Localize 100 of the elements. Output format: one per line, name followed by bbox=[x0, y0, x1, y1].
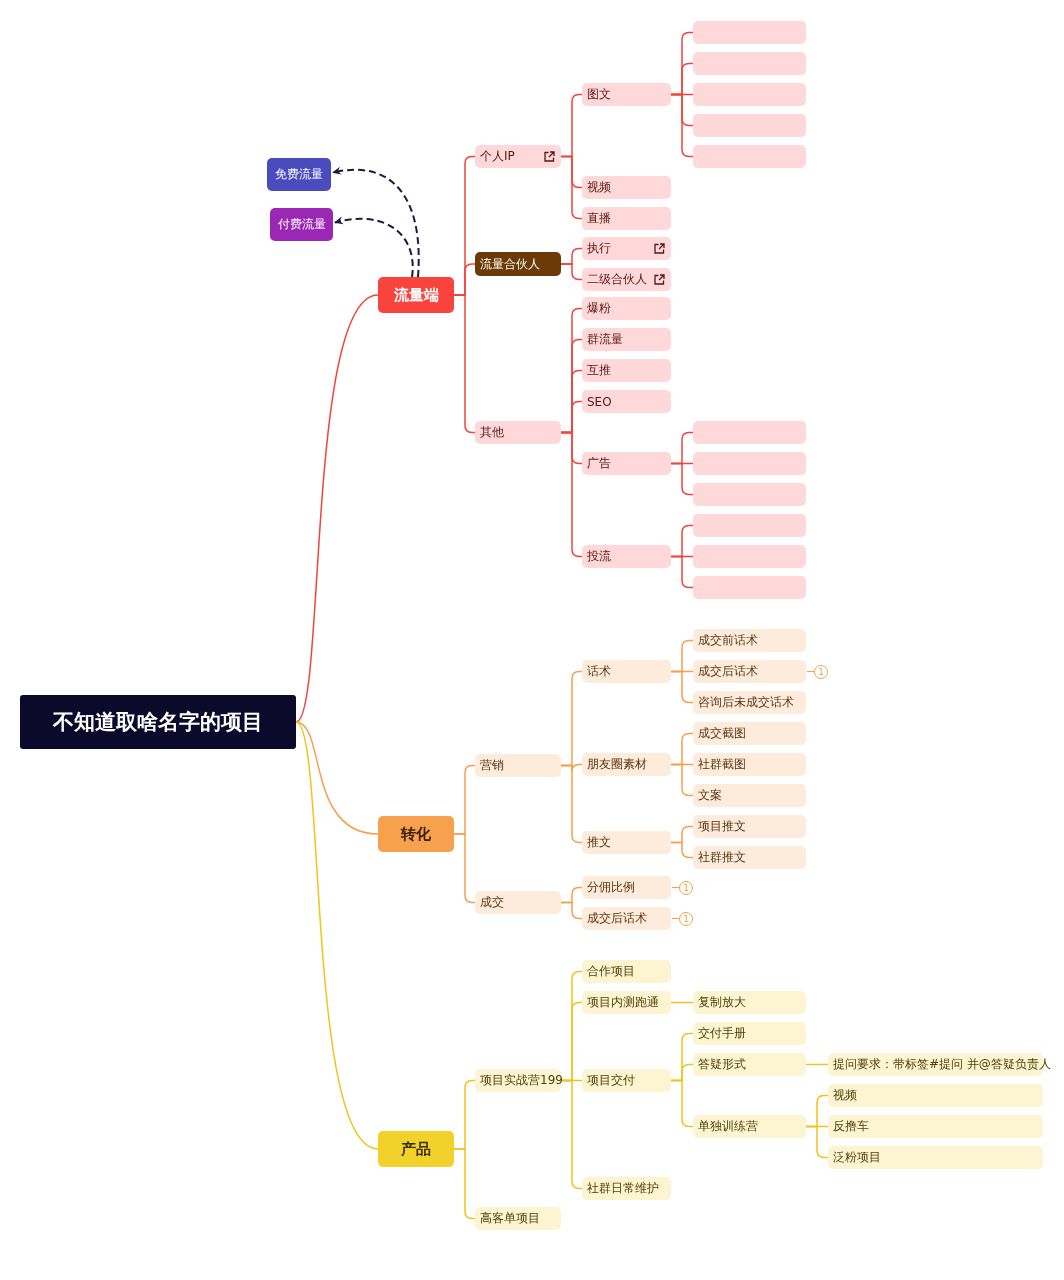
topic-box bbox=[693, 145, 806, 168]
topic-text: 社群推文 bbox=[698, 849, 746, 866]
topic-box bbox=[693, 576, 806, 599]
topic-box bbox=[693, 815, 806, 838]
topic-text: 复制放大 bbox=[698, 994, 746, 1011]
topic-box bbox=[582, 237, 671, 260]
topic-text: 分佣比例 bbox=[587, 879, 635, 896]
branch-line bbox=[560, 901, 583, 920]
topic-box bbox=[582, 1069, 671, 1092]
topic-text: 推文 bbox=[587, 834, 611, 851]
topic-text: 免费流量 bbox=[275, 166, 323, 183]
topic-text: 单独训练营 bbox=[698, 1118, 758, 1135]
branch-line bbox=[670, 763, 694, 797]
branch-line bbox=[453, 833, 476, 904]
branch-line bbox=[805, 1063, 829, 1066]
topic-text: 项目交付 bbox=[587, 1072, 635, 1089]
topic-box bbox=[693, 753, 806, 776]
topic-box bbox=[582, 907, 671, 930]
branch-line bbox=[670, 1001, 694, 1004]
topic-text: 社群日常维护 bbox=[587, 1180, 659, 1197]
topic-box bbox=[475, 421, 561, 444]
central-topic-box bbox=[20, 695, 296, 749]
branch-line bbox=[670, 841, 694, 859]
topic-text: 项目实战营199 bbox=[480, 1072, 563, 1089]
topic-text: 广告 bbox=[587, 455, 611, 472]
topic-text: 朋友圈素材 bbox=[587, 756, 647, 773]
floating-topic-box bbox=[270, 208, 333, 241]
branch-line bbox=[560, 764, 583, 844]
topic-box bbox=[693, 991, 806, 1014]
topic-text: 其他 bbox=[480, 424, 504, 441]
topic-text: 成交截图 bbox=[698, 725, 746, 742]
topic-text: 转化 bbox=[401, 824, 431, 844]
topic-box bbox=[693, 114, 806, 137]
main-topic-box bbox=[378, 1131, 454, 1167]
topic-box bbox=[693, 545, 806, 568]
topic-box bbox=[582, 328, 671, 351]
branch-line bbox=[560, 155, 583, 220]
topic-box bbox=[582, 268, 671, 291]
topic-text: 合作项目 bbox=[587, 963, 635, 980]
branch-line bbox=[453, 294, 476, 434]
topic-box bbox=[582, 960, 671, 983]
dashed-arrow bbox=[334, 216, 414, 278]
topic-box bbox=[693, 722, 806, 745]
branch-line bbox=[805, 1125, 829, 1159]
topic-box bbox=[582, 660, 671, 683]
branch-line bbox=[560, 263, 583, 281]
branch-line bbox=[670, 1079, 694, 1128]
topic-text: 流量合伙人 bbox=[480, 255, 540, 273]
branch-line bbox=[560, 1079, 583, 1190]
topic-box bbox=[693, 21, 806, 44]
topic-box bbox=[582, 359, 671, 382]
topic-box bbox=[475, 1069, 561, 1092]
topic-box bbox=[582, 753, 671, 776]
topic-box bbox=[693, 1022, 806, 1045]
topic-box bbox=[475, 891, 561, 914]
branch-line bbox=[670, 462, 694, 496]
topic-text: 视频 bbox=[833, 1087, 857, 1104]
topic-text: 答疑形式 bbox=[698, 1056, 746, 1073]
topic-box bbox=[475, 145, 561, 168]
topic-box bbox=[582, 297, 671, 320]
topic-box bbox=[693, 452, 806, 475]
topic-box bbox=[693, 691, 806, 714]
topic-box bbox=[475, 1207, 561, 1230]
topic-box bbox=[693, 52, 806, 75]
topic-box bbox=[582, 176, 671, 199]
topic-text: 产品 bbox=[401, 1139, 431, 1159]
main-topic-box bbox=[378, 277, 454, 313]
topic-box bbox=[693, 1053, 806, 1076]
topic-box bbox=[475, 252, 561, 276]
topic-box bbox=[582, 452, 671, 475]
topic-text: 反撸车 bbox=[833, 1118, 869, 1135]
branch-line bbox=[295, 294, 379, 723]
topic-box bbox=[475, 754, 561, 777]
topic-text: 提问要求：带标签#提问 并@答疑负责人 bbox=[833, 1056, 1051, 1073]
topic-box bbox=[693, 846, 806, 869]
branch-line bbox=[670, 555, 694, 589]
floating-topic-box bbox=[267, 158, 331, 191]
dashed-arrow bbox=[332, 167, 420, 278]
topic-text: 咨询后未成交话术 bbox=[698, 694, 794, 711]
topic-box bbox=[582, 876, 671, 899]
branch-line bbox=[295, 721, 379, 1150]
topic-text: 项目推文 bbox=[698, 818, 746, 835]
topic-text: 话术 bbox=[587, 663, 611, 680]
topic-text: 社群截图 bbox=[698, 756, 746, 773]
topic-box bbox=[582, 1177, 671, 1200]
topic-box bbox=[582, 991, 671, 1014]
topic-text: 项目内测跑通 bbox=[587, 994, 659, 1011]
topic-text: 个人IP bbox=[480, 148, 515, 165]
topic-text: 图文 bbox=[587, 86, 611, 103]
topic-text: 不知道取啥名字的项目 bbox=[53, 709, 263, 736]
topic-text: 执行 bbox=[587, 240, 611, 257]
topic-text: 交付手册 bbox=[698, 1025, 746, 1042]
topic-box bbox=[582, 545, 671, 568]
topic-box bbox=[582, 831, 671, 854]
topic-text: 成交后话术 bbox=[698, 663, 758, 680]
topic-text: 高客单项目 bbox=[480, 1210, 540, 1227]
branch-line bbox=[670, 670, 694, 704]
topic-text: 文案 bbox=[698, 787, 722, 804]
topic-box bbox=[693, 483, 806, 506]
topic-text: 营销 bbox=[480, 757, 504, 774]
